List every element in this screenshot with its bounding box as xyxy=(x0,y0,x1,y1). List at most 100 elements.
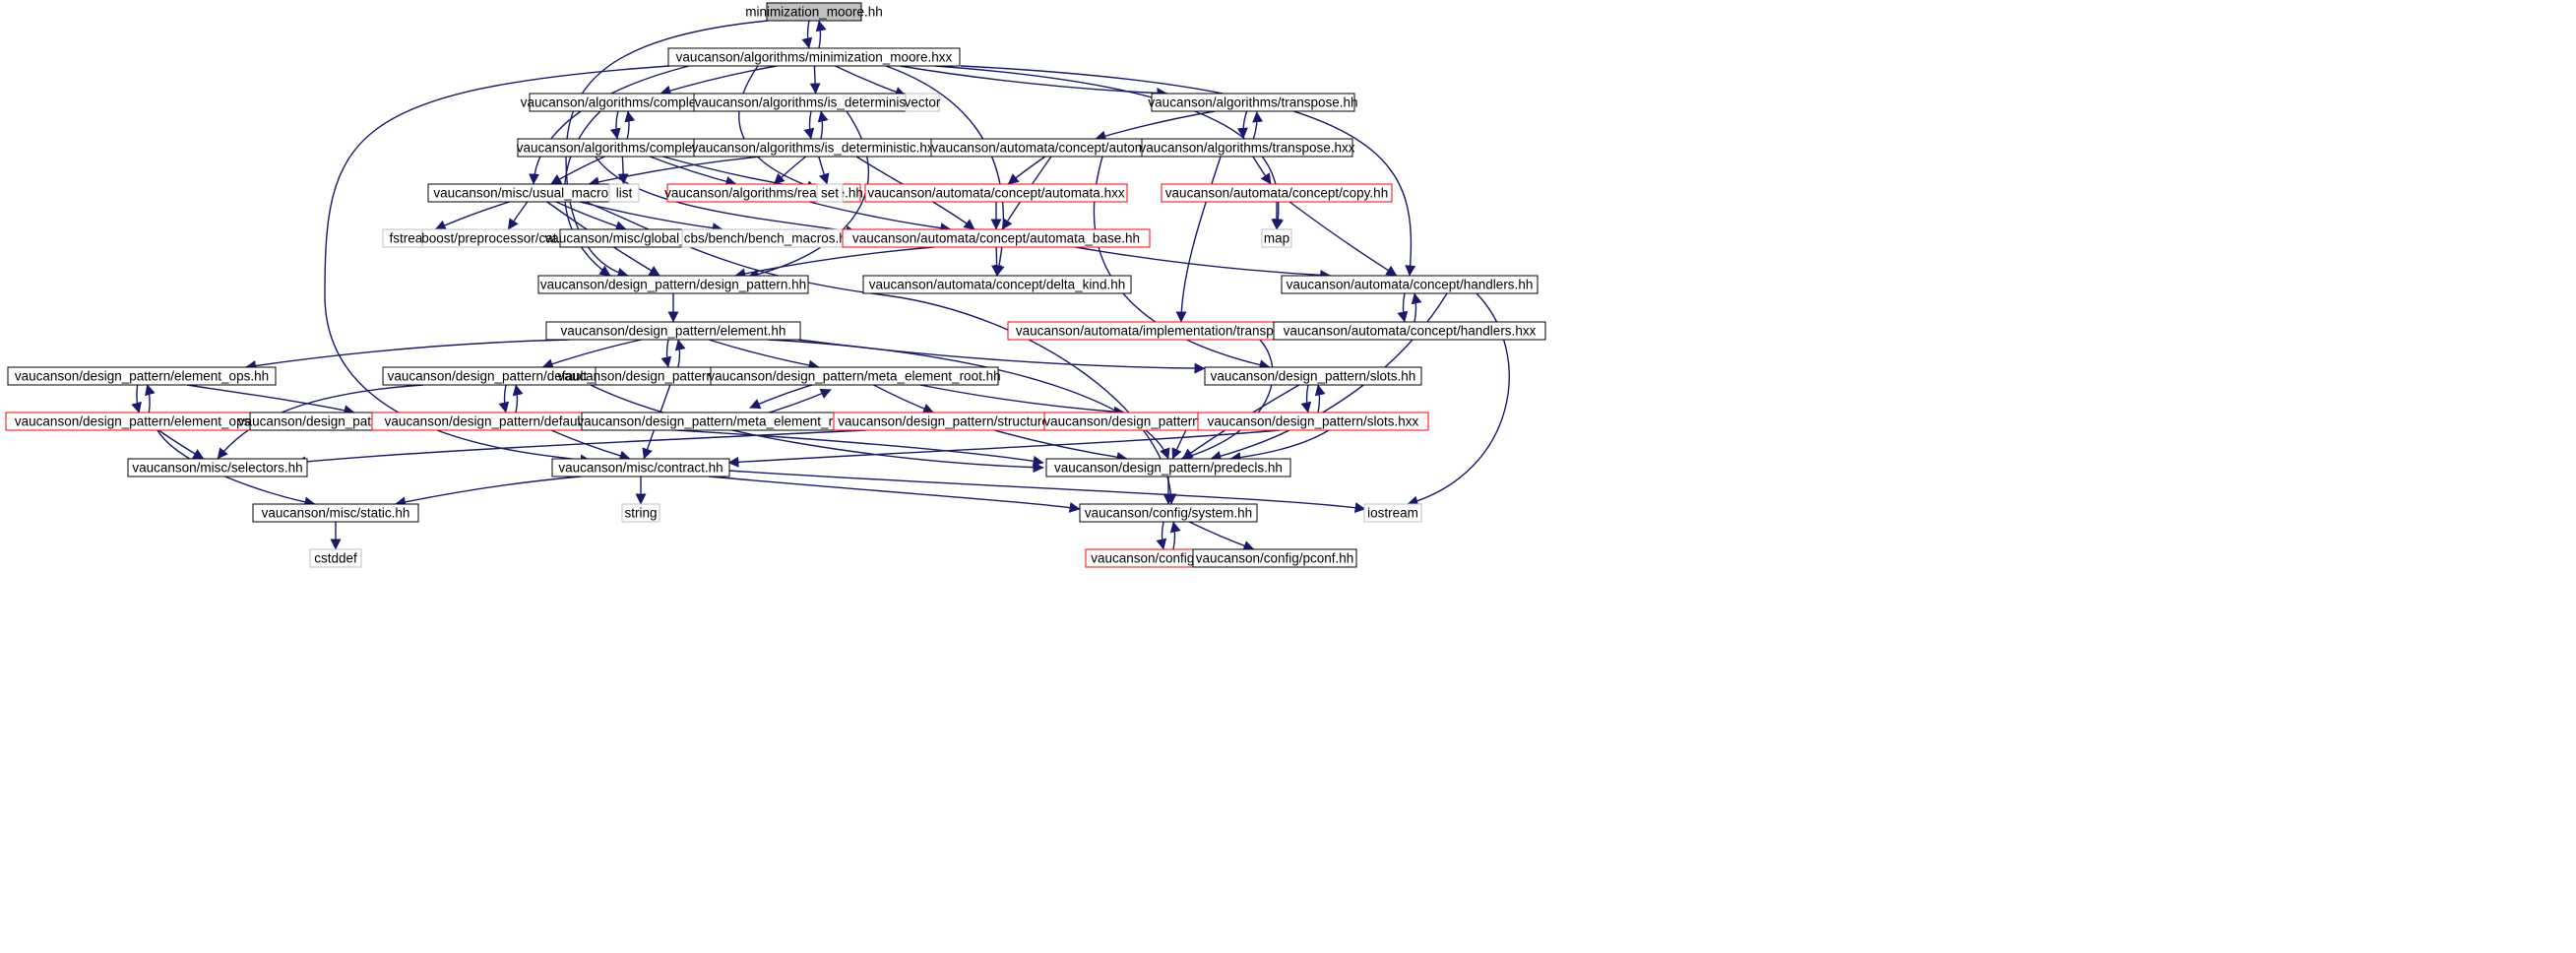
graph-node: string xyxy=(621,503,660,523)
node-label: vaucanson/design_pattern/meta_element_ro… xyxy=(708,369,1000,384)
node-box xyxy=(537,275,809,294)
node-label: string xyxy=(624,506,657,521)
graph-node[interactable]: vaucanson/design_pattern/design_pattern.… xyxy=(537,275,809,294)
dependency-edge xyxy=(579,201,723,234)
dependency-edge xyxy=(1314,384,1326,413)
graph-node[interactable]: vaucanson/algorithms/complete.hh xyxy=(521,93,726,112)
graph-node[interactable]: vaucanson/misc/selectors.hh xyxy=(127,458,308,477)
node-label: vaucanson/misc/static.hh xyxy=(262,506,410,521)
dependency-edge xyxy=(1156,521,1167,550)
graph-node[interactable]: vaucanson/design_pattern/meta_element_ro… xyxy=(708,366,1001,386)
graph-node[interactable]: vaucanson/automata/concept/automata.hxx xyxy=(864,183,1128,203)
node-label: vaucanson/automata/concept/automata.hh xyxy=(931,141,1182,156)
dependency-edge xyxy=(245,339,570,371)
node-label: vaucanson/design_pattern/element_ops.hh xyxy=(15,369,269,384)
graph-node[interactable]: vaucanson/automata/concept/copy.hh xyxy=(1161,183,1393,203)
node-box xyxy=(551,458,730,477)
graph-node[interactable]: vaucanson/automata/concept/handlers.hh xyxy=(1281,275,1539,294)
graph-node: set xyxy=(816,183,844,203)
node-box xyxy=(1197,412,1429,431)
dependency-edge xyxy=(1169,521,1181,550)
graph-node[interactable]: vaucanson/automata/concept/delta_kind.hh xyxy=(862,275,1132,294)
dependency-edge xyxy=(900,65,1168,99)
node-label: vaucanson/automata/concept/delta_kind.hh xyxy=(869,278,1125,292)
graph-node[interactable]: vaucanson/config/system.hh xyxy=(1079,503,1258,523)
graph-node[interactable]: vaucanson/algorithms/is_deterministic.hh xyxy=(693,93,939,112)
graph-node[interactable]: vaucanson/design_pattern/slots.hxx xyxy=(1197,412,1429,431)
dependency-edge xyxy=(817,110,829,140)
node-label: iostream xyxy=(1367,506,1418,521)
dependency-edge xyxy=(1397,292,1409,323)
graph-node[interactable]: vaucanson/automata/concept/automata_base… xyxy=(842,228,1151,248)
dependency-edge xyxy=(541,339,642,369)
node-label: list xyxy=(616,186,633,201)
dependency-edge xyxy=(727,470,1366,514)
graph-node[interactable]: vaucanson/config/pconf.hh xyxy=(1192,548,1357,568)
dependency-edge xyxy=(498,384,510,413)
node-label: vaucanson/misc/usual_macros.hh xyxy=(433,186,633,201)
dependency-edge xyxy=(1175,156,1222,323)
node-label: vaucanson/algorithms/transpose.hxx xyxy=(1139,141,1354,156)
dependency-edge xyxy=(1095,110,1216,142)
node-label: vaucanson/design_pattern/slots.hxx xyxy=(1208,414,1419,429)
graph-node[interactable]: vaucanson/algorithms/minimization_moore.… xyxy=(667,47,961,67)
graph-node[interactable]: vaucanson/misc/usual_macros.hh xyxy=(427,183,640,203)
node-label: set xyxy=(821,186,839,201)
dependency-edge xyxy=(991,246,1003,277)
dependency-edge xyxy=(809,201,952,234)
node-box xyxy=(667,47,961,67)
graph-node[interactable]: vaucanson/automata/concept/handlers.hxx xyxy=(1273,321,1546,341)
graph-node[interactable]: vaucanson/design_pattern/structure.hh xyxy=(833,412,1073,431)
dependency-edge xyxy=(1229,429,1330,464)
node-box xyxy=(1045,458,1291,477)
dependency-edge xyxy=(624,110,636,140)
node-box xyxy=(1204,366,1422,386)
node-box xyxy=(1363,503,1422,523)
graph-node[interactable]: vaucanson/algorithms/transpose.hh xyxy=(1148,93,1358,112)
dependency-edge xyxy=(1288,201,1398,277)
graph-node[interactable]: vaucanson/automata/concept/automata.hh xyxy=(930,138,1184,158)
node-label: vaucanson/design_pattern/meta_element_ro… xyxy=(577,414,875,429)
node-label: map xyxy=(1264,231,1289,246)
node-label: vaucanson/misc/selectors.hh xyxy=(132,461,302,476)
graph-node: iostream xyxy=(1363,503,1422,523)
dependency-edge xyxy=(1300,384,1312,413)
graph-node[interactable]: vaucanson/design_pattern/slots.hh xyxy=(1204,366,1422,386)
dependency-edge xyxy=(708,339,820,371)
node-label: vaucanson/algorithms/complete.hxx xyxy=(517,141,728,156)
dependency-edge xyxy=(1180,339,1274,462)
graph-node[interactable]: vaucanson/algorithms/complete.hxx xyxy=(517,138,728,158)
graph-node[interactable]: vaucanson/algorithms/realtime.hh xyxy=(664,183,863,203)
graph-node[interactable]: vaucanson/design_pattern/default_ops.hxx xyxy=(371,412,651,431)
node-label: vaucanson/automata/concept/handlers.hh xyxy=(1287,278,1534,292)
dependency-edge xyxy=(818,156,830,185)
graph-node[interactable]: vaucanson/design_pattern/predecls.hh xyxy=(1045,458,1291,477)
node-box xyxy=(1192,548,1357,568)
dependency-edge xyxy=(738,65,818,191)
node-label: vaucanson/algorithms/realtime.hh xyxy=(664,186,863,201)
graph-node[interactable]: vaucanson/misc/contract.hh xyxy=(551,458,730,477)
graph-node[interactable]: vaucanson/algorithms/transpose.hxx xyxy=(1139,138,1355,158)
node-label: vaucanson/algorithms/transpose.hh xyxy=(1148,95,1357,110)
graph-node[interactable]: vaucanson/design_pattern/element.hh xyxy=(545,321,801,341)
node-label: vaucanson/design_pattern/element.hh xyxy=(561,324,786,339)
node-box xyxy=(7,366,277,386)
node-box xyxy=(309,548,362,568)
node-box xyxy=(864,183,1128,203)
graph-node[interactable]: vaucanson/design_pattern/meta_element_ro… xyxy=(577,412,876,431)
dependency-edge xyxy=(1252,156,1272,185)
graph-node[interactable]: vaucanson/algorithms/is_deterministic.hx… xyxy=(692,138,941,158)
graph-node[interactable]: vaucanson/automata/implementation/transp… xyxy=(1007,321,1355,341)
node-label: vaucanson/design_pattern/predecls.hh xyxy=(1054,461,1283,476)
dependency-edge xyxy=(708,476,1081,513)
node-box xyxy=(1281,275,1539,294)
node-box xyxy=(545,321,801,341)
graph-node: boost/preprocessor/cat.hpp xyxy=(421,228,583,248)
dependency-edge xyxy=(815,20,827,49)
dependency-edge xyxy=(674,339,686,368)
graph-node[interactable]: vaucanson/misc/static.hh xyxy=(252,503,419,523)
dependency-edge xyxy=(217,384,424,460)
node-box xyxy=(766,2,862,22)
node-label: vaucanson/automata/concept/automata_base… xyxy=(852,231,1140,246)
graph-node[interactable]: vaucanson/design_pattern/element_ops.hh xyxy=(7,366,277,386)
